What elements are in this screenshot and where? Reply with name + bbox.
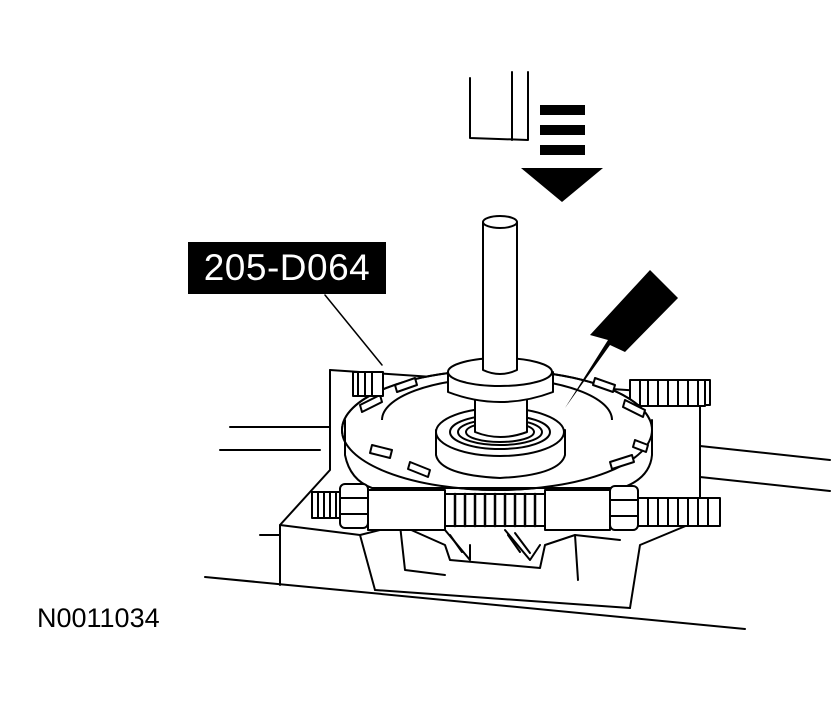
bench-surface: [204, 426, 831, 630]
front-screw-assembly: [311, 483, 721, 561]
press-ram: [469, 71, 529, 141]
arrow-pointer-icon: [565, 270, 678, 408]
figure-id: N0011034: [37, 603, 160, 633]
rear-bolts: [352, 371, 706, 407]
label-leader-line: [324, 294, 383, 366]
arrow-down-icon: [521, 105, 603, 202]
tool-number-label: 205-D064: [188, 242, 386, 294]
press-rod: [482, 215, 518, 375]
